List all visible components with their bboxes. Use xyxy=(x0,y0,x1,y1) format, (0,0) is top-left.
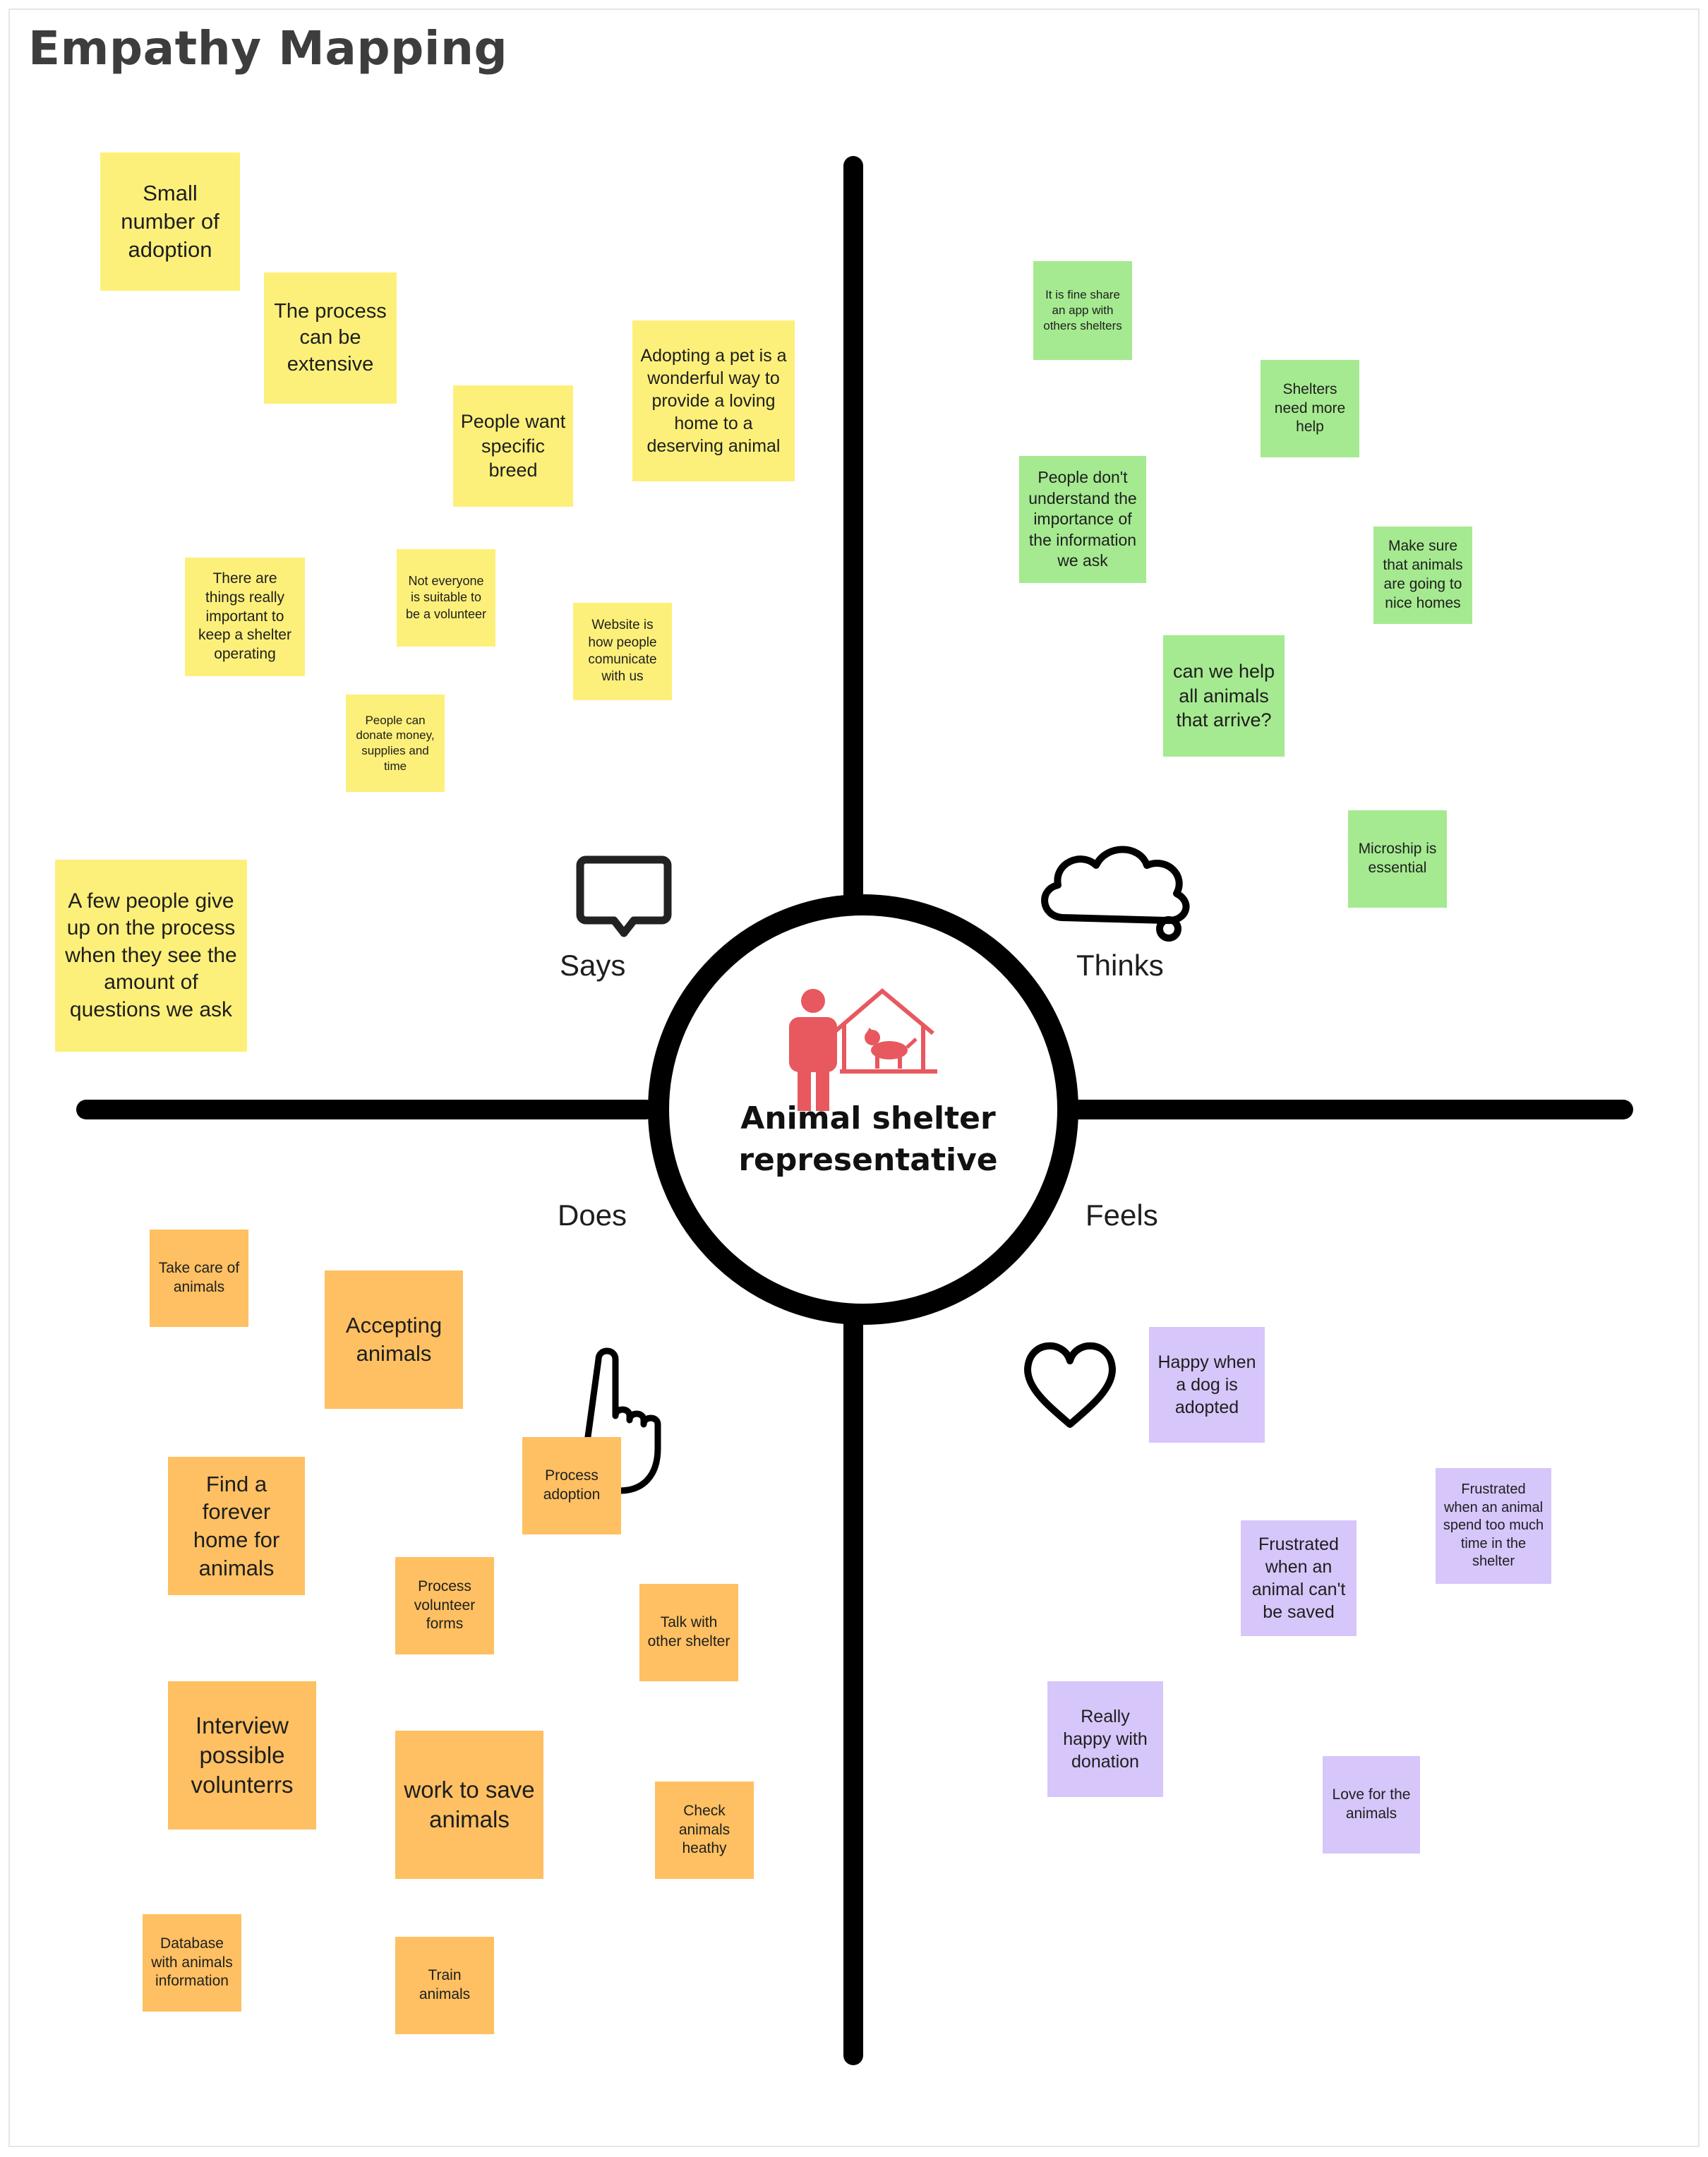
sticky-note-text: Find a forever home for animals xyxy=(193,1471,280,1580)
sticky-note-says[interactable]: People want specific breed xyxy=(453,385,573,507)
sticky-note-thinks[interactable]: Shelters need more help xyxy=(1261,360,1359,457)
sticky-note-text: Process volunteer forms xyxy=(414,1578,476,1633)
sticky-note-says[interactable]: Not everyone is suitable to be a volunte… xyxy=(397,549,495,647)
sticky-note-text: Shelters need more help xyxy=(1274,380,1346,435)
sticky-note-says[interactable]: Website is how people comunicate with us xyxy=(573,603,672,700)
sticky-note-thinks[interactable]: People don't understand the importance o… xyxy=(1019,456,1146,583)
sticky-note-text: Database with animals information xyxy=(151,1935,233,1990)
thought-cloud-icon xyxy=(1041,846,1190,942)
quadrant-label-feels: Feels xyxy=(1085,1198,1158,1232)
sticky-note-text: Take care of animals xyxy=(158,1260,240,1295)
sticky-note-text: Microship is essential xyxy=(1358,841,1437,876)
sticky-note-text: The process can be extensive xyxy=(274,300,387,375)
sticky-note-text: Frustrated when an animal can't be saved xyxy=(1251,1534,1346,1622)
sticky-note-thinks[interactable]: Make sure that animals are going to nice… xyxy=(1373,527,1472,624)
axes xyxy=(76,156,1633,2065)
sticky-note-says[interactable]: Small number of adoption xyxy=(100,152,240,291)
sticky-note-feels[interactable]: Love for the animals xyxy=(1323,1756,1420,1853)
page-title: Empathy Mapping xyxy=(28,21,508,76)
sticky-note-text: Website is how people comunicate with us xyxy=(588,618,657,685)
sticky-note-text: Not everyone is suitable to be a volunte… xyxy=(405,574,487,621)
sticky-note-feels[interactable]: Happy when a dog is adopted xyxy=(1149,1327,1265,1443)
sticky-note-text: Talk with other shelter xyxy=(647,1614,730,1650)
sticky-note-thinks[interactable]: Microship is essential xyxy=(1348,810,1447,908)
sticky-note-text: Check animals heathy xyxy=(678,1802,730,1857)
sticky-note-text: Interview possible volunterrs xyxy=(191,1712,294,1798)
sticky-note-text: Small number of adoption xyxy=(121,181,219,262)
sticky-note-text: Love for the animals xyxy=(1332,1786,1411,1822)
sticky-note-text: Accepting animals xyxy=(345,1313,443,1366)
sticky-note-does[interactable]: Database with animals information xyxy=(143,1914,241,2012)
quadrant-label-thinks: Thinks xyxy=(1076,949,1164,982)
heart-icon xyxy=(1024,1342,1116,1428)
sticky-note-text: can we help all animals that arrive? xyxy=(1172,661,1275,731)
sticky-note-feels[interactable]: Frustrated when an animal spend too much… xyxy=(1436,1468,1551,1584)
sticky-note-does[interactable]: Accepting animals xyxy=(325,1270,463,1409)
sticky-note-text: People want specific breed xyxy=(460,411,566,481)
sticky-note-text: Make sure that animals are going to nice… xyxy=(1383,538,1463,611)
sticky-note-text: Adopting a pet is a wonderful way to pro… xyxy=(640,346,787,456)
sticky-note-says[interactable]: There are things really important to kee… xyxy=(185,558,305,676)
sticky-note-feels[interactable]: Really happy with donation xyxy=(1047,1681,1163,1797)
sticky-note-text: work to save animals xyxy=(404,1776,535,1832)
center-title: Animal shelter representative xyxy=(699,1098,1038,1182)
quadrant-label-says: Says xyxy=(560,949,626,982)
sticky-note-does[interactable]: Interview possible volunterrs xyxy=(168,1681,316,1829)
sticky-note-does[interactable]: Find a forever home for animals xyxy=(168,1457,305,1595)
quadrant-label-does: Does xyxy=(558,1198,627,1232)
sticky-note-does[interactable]: Process adoption xyxy=(522,1437,621,1534)
sticky-note-says[interactable]: A few people give up on the process when… xyxy=(55,860,247,1052)
sticky-note-says[interactable]: People can donate money, supplies and ti… xyxy=(346,695,445,792)
sticky-note-text: People can donate money, supplies and ti… xyxy=(356,713,435,773)
center-circle xyxy=(648,894,1078,1325)
sticky-note-thinks[interactable]: It is fine share an app with others shel… xyxy=(1033,261,1132,360)
sticky-note-says[interactable]: Adopting a pet is a wonderful way to pro… xyxy=(632,320,795,481)
sticky-note-text: Really happy with donation xyxy=(1063,1707,1148,1772)
sticky-note-text: There are things really important to kee… xyxy=(198,570,291,663)
sticky-note-text: Process adoption xyxy=(543,1467,601,1503)
sticky-note-text: A few people give up on the process when… xyxy=(65,889,237,1021)
sticky-note-does[interactable]: Talk with other shelter xyxy=(639,1584,738,1681)
sticky-note-does[interactable]: Process volunteer forms xyxy=(395,1557,494,1654)
sticky-note-says[interactable]: The process can be extensive xyxy=(264,272,397,404)
sticky-note-does[interactable]: Take care of animals xyxy=(150,1230,248,1327)
sticky-note-thinks[interactable]: can we help all animals that arrive? xyxy=(1163,635,1285,757)
sticky-note-does[interactable]: Check animals heathy xyxy=(655,1782,754,1879)
sticky-note-text: Frustrated when an animal spend too much… xyxy=(1443,1482,1544,1570)
sticky-note-does[interactable]: Train animals xyxy=(395,1937,494,2034)
person-and-dog-house-icon xyxy=(789,988,937,1111)
sticky-note-text: People don't understand the importance o… xyxy=(1028,468,1137,570)
sticky-note-text: Train animals xyxy=(419,1967,471,2002)
speech-bubble-icon xyxy=(576,855,672,937)
sticky-note-text: Happy when a dog is adopted xyxy=(1157,1352,1256,1417)
center-title-text: Animal shelter representative xyxy=(738,1100,998,1179)
sticky-note-feels[interactable]: Frustrated when an animal can't be saved xyxy=(1241,1520,1357,1636)
sticky-note-does[interactable]: work to save animals xyxy=(395,1731,543,1879)
sticky-note-text: It is fine share an app with others shel… xyxy=(1043,288,1122,332)
